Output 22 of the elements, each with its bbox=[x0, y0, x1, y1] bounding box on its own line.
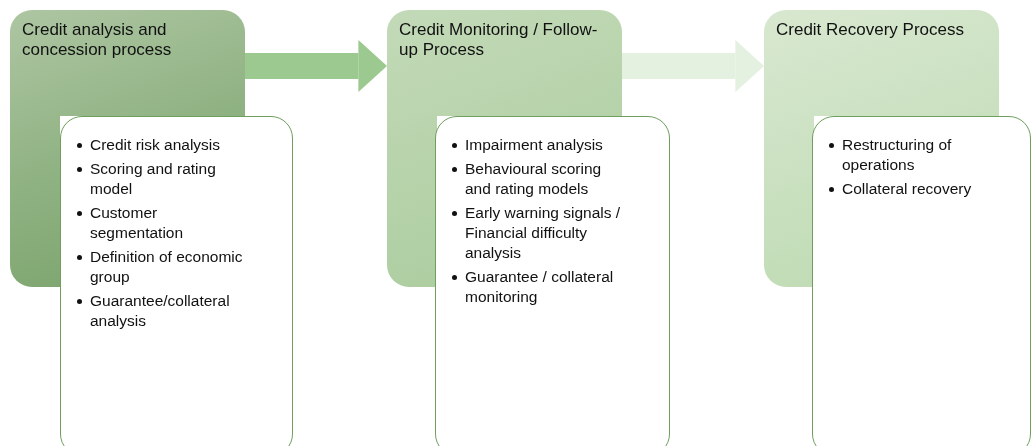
process-box bbox=[387, 10, 622, 116]
bullet-item: Behavioural scoring and rating models bbox=[465, 159, 603, 199]
bullet-item: Customer segmentation bbox=[90, 203, 185, 243]
block-arrow bbox=[245, 40, 387, 92]
process-title: Credit analysis and concession process bbox=[22, 20, 173, 60]
bullet-item: Early warning signals / Financial difficulty analysis bbox=[465, 203, 622, 263]
process-title: Credit Recovery Process bbox=[776, 20, 965, 40]
process-box bbox=[10, 10, 245, 116]
bullet-list-card bbox=[812, 116, 1031, 446]
bullet-item: Credit risk analysis bbox=[90, 135, 221, 155]
bullet-list-card bbox=[60, 116, 293, 446]
process-title: Credit Monitoring / Follow-up Process bbox=[399, 20, 599, 60]
bullet-item: Collateral recovery bbox=[842, 179, 972, 199]
bullet-item: Definition of economic group bbox=[90, 247, 244, 287]
block-arrow bbox=[622, 40, 764, 92]
bullet-item: Scoring and rating model bbox=[90, 159, 217, 199]
bullet-list-card bbox=[435, 116, 670, 446]
bullet-item: Restructuring of operations bbox=[842, 135, 953, 175]
bullet-item: Guarantee / collateral monitoring bbox=[465, 267, 615, 307]
bullet-item: Guarantee/collateral analysis bbox=[90, 291, 231, 331]
bullet-item: Impairment analysis bbox=[465, 135, 603, 155]
process-box bbox=[764, 10, 999, 116]
